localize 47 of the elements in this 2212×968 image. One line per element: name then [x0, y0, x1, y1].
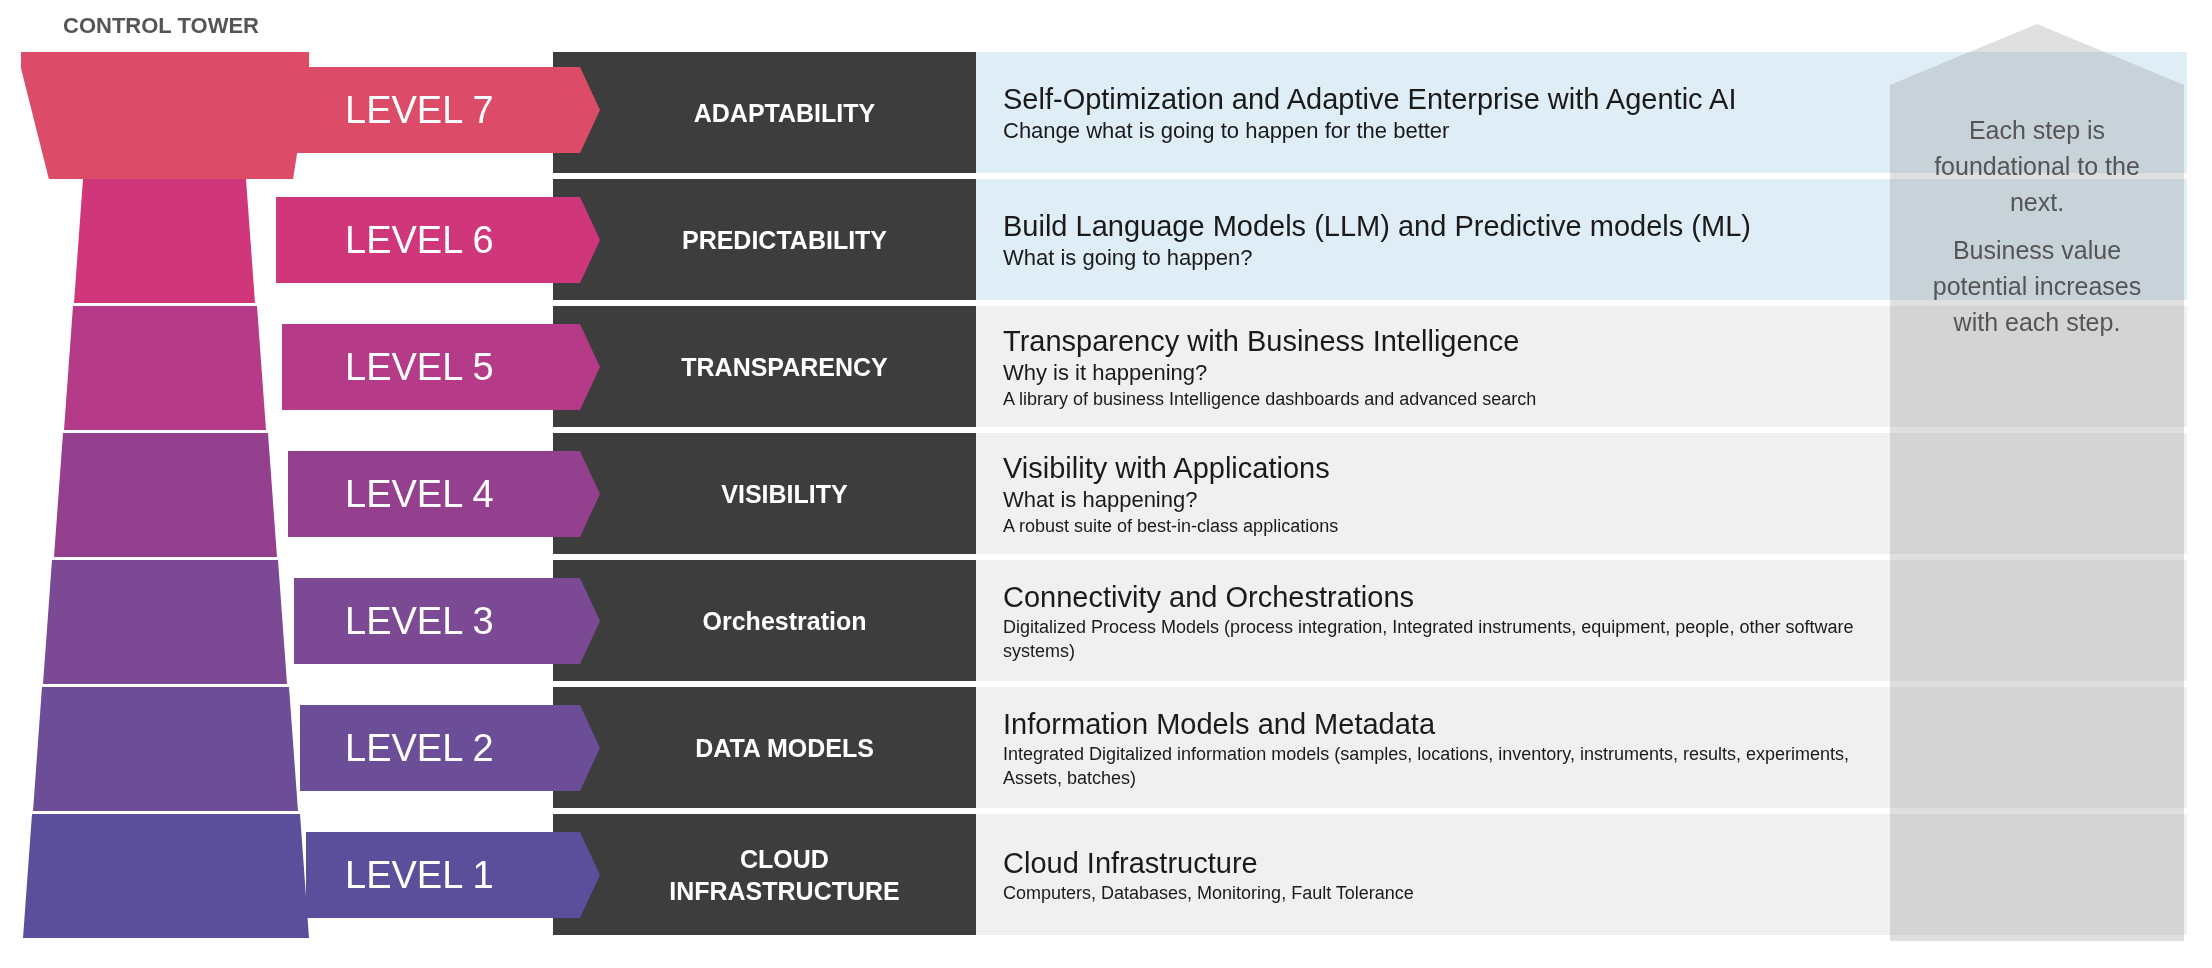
panel-subheading: What is happening?	[1003, 485, 1199, 514]
panel-note: Integrated Digitalized information models (samples, locations, inventory, instruments, results, experiments, Assets, batches)	[1003, 742, 1851, 790]
level-label: LEVEL 3	[345, 598, 494, 643]
panel-subheading: What is going to happen?	[1003, 243, 1254, 272]
category-label: VISIBILITY	[721, 478, 848, 510]
panel-subheading: Why is it happening?	[1003, 358, 1209, 387]
category-box	[553, 52, 976, 173]
description-panel	[976, 814, 1890, 935]
panel-heading: Self-Optimization and Adaptive Enterprise with Agentic AI	[1003, 81, 1738, 117]
category-box	[553, 179, 976, 300]
panel-heading: Information Models and Metadata	[1003, 706, 1437, 742]
level-label: LEVEL 5	[345, 344, 494, 389]
level-label: LEVEL 2	[345, 725, 494, 770]
panel-note: A robust suite of best-in-class applications	[1003, 514, 1340, 538]
category-label: Orchestration	[702, 605, 867, 637]
category-label: PREDICTABILITY	[681, 224, 888, 256]
panel-note: Digitalized Process Models (process integration, Integrated instruments, equipment, people, other software systems)	[1003, 615, 1855, 663]
panel-heading: Cloud Infrastructure	[1003, 845, 1259, 881]
level-label: LEVEL 1	[345, 852, 494, 897]
description-panel	[976, 687, 1890, 808]
category-box	[553, 306, 976, 427]
level-label: LEVEL 6	[345, 217, 494, 262]
category-box	[553, 687, 976, 808]
description-panel	[976, 52, 1890, 173]
panel-heading: Transparency with Business Intelligence	[1003, 323, 1521, 359]
arrow-note: Each step is foundational to the next.	[1933, 115, 2141, 218]
category-label: CLOUD INFRASTRUCTURE	[668, 843, 901, 907]
category-label: DATA MODELS	[695, 732, 874, 764]
panel-heading: Visibility with Applications	[1003, 450, 1331, 486]
category-label: TRANSPARENCY	[681, 351, 888, 383]
arrow-note: Business value potential increases with each step.	[1931, 235, 2143, 338]
category-label: ADAPTABILITY	[693, 97, 876, 129]
tower-heading: CONTROL TOWER	[63, 12, 259, 40]
panel-note: A library of business Intelligence dashboards and advanced search	[1003, 387, 1538, 411]
description-panel	[976, 179, 1890, 300]
panel-note: Computers, Databases, Monitoring, Fault Tolerance	[1003, 881, 1415, 905]
description-panel	[976, 306, 1890, 427]
description-panel	[976, 560, 1890, 681]
description-panel	[976, 433, 1890, 554]
panel-subheading: Change what is going to happen for the better	[1003, 116, 1451, 145]
level-label: LEVEL 4	[345, 471, 494, 516]
category-box	[553, 433, 976, 554]
panel-heading: Build Language Models (LLM) and Predictive models (ML)	[1003, 208, 1752, 244]
category-box	[553, 560, 976, 681]
category-box	[553, 814, 976, 935]
panel-heading: Connectivity and Orchestrations	[1003, 579, 1416, 615]
level-label: LEVEL 7	[345, 87, 494, 132]
